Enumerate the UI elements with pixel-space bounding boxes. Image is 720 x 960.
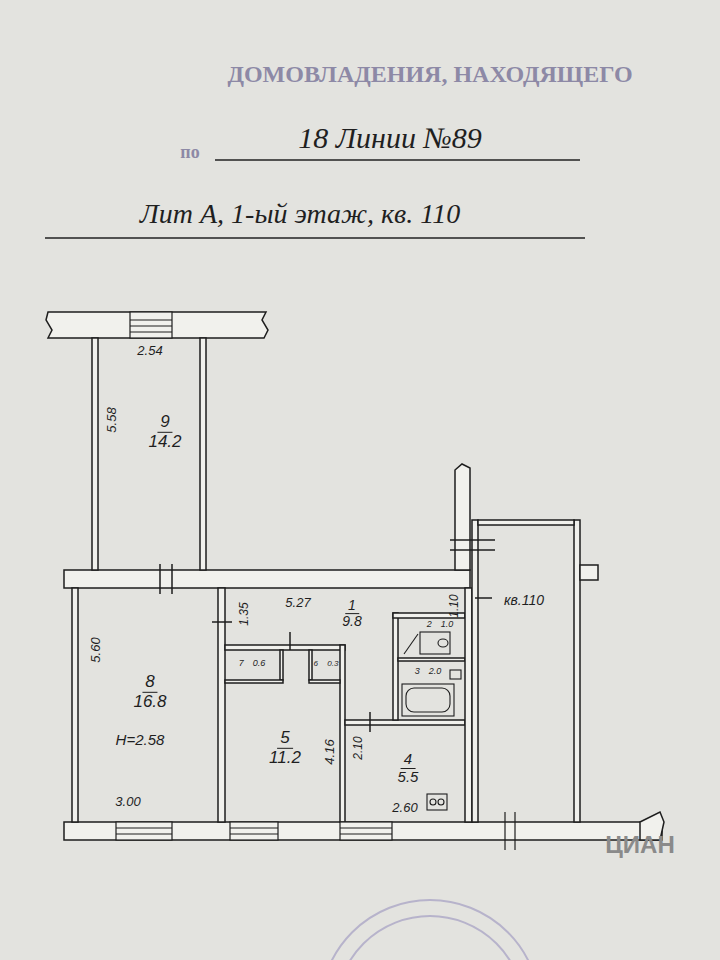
room-area: 0.6 <box>250 659 269 669</box>
room-area: 11.2 <box>266 749 304 768</box>
room: 70.6 <box>225 650 280 680</box>
dimension: 2.54 <box>137 344 162 358</box>
watermark: ЦИАН <box>605 832 674 857</box>
room: 511.2 <box>225 683 340 822</box>
room-label: 511.2 <box>266 729 304 767</box>
room-label: 21.0 <box>424 620 457 630</box>
room-label: 45.5 <box>395 751 422 785</box>
room: 21.0 <box>398 618 465 658</box>
room-area: 14.2 <box>145 433 184 452</box>
address-text: 18 Линии №89 <box>298 122 482 154</box>
room-area: 5.5 <box>395 769 422 786</box>
room-area: 1.0 <box>438 620 457 630</box>
dimension: 5.58 <box>105 407 119 432</box>
room: 60.3 <box>312 650 340 680</box>
dimension: 5.60 <box>89 637 103 662</box>
room: 914.2 <box>98 338 200 570</box>
stamp <box>320 900 540 960</box>
room-label: 914.2 <box>145 413 184 451</box>
room-number: 8 <box>142 673 157 693</box>
dimension: 2.10 <box>352 736 365 759</box>
room-area: 2.0 <box>426 667 445 677</box>
dimension: 1.10 <box>448 594 461 617</box>
room-label: 19.8 <box>339 598 364 630</box>
room-number: 4 <box>401 751 415 769</box>
room-number: 7 <box>236 659 247 669</box>
room-area: 16.8 <box>130 693 169 712</box>
room-number: 5 <box>277 729 292 749</box>
dimension: 4.16 <box>323 739 337 764</box>
room: 45.5 <box>345 725 465 822</box>
dimension: 3.00 <box>115 795 140 809</box>
height-label: H=2.58 <box>116 732 165 748</box>
door-mark <box>160 540 495 732</box>
room-number: 2 <box>424 620 435 630</box>
room-area: 0.3 <box>324 660 341 669</box>
address-text: Лит А, 1-ый этаж, кв. 110 <box>140 199 460 228</box>
stamp-text: по <box>180 143 199 162</box>
room: 32.0 <box>398 661 465 720</box>
room-label: 70.6 <box>236 659 269 669</box>
stamp-text: ДОМОВЛАДЕНИЯ, НАХОДЯЩЕГО <box>227 62 632 87</box>
room-area: 9.8 <box>339 615 364 630</box>
room-number: 9 <box>157 413 172 433</box>
room-number: 6 <box>311 660 322 669</box>
dimension: 1.35 <box>238 602 251 625</box>
windows <box>116 312 515 850</box>
underline <box>45 160 585 238</box>
apartment-label: кв.110 <box>504 593 544 608</box>
walls <box>46 312 664 840</box>
room-number: 3 <box>412 667 423 677</box>
room-label: 816.8 <box>130 673 169 711</box>
room: 19.8 <box>225 588 465 645</box>
dimension: 2.60 <box>392 801 417 815</box>
room: 816.8 <box>78 588 218 822</box>
dimension: 5.27 <box>285 596 310 610</box>
room-number: 1 <box>345 598 359 614</box>
room-label: 32.0 <box>412 667 445 677</box>
room-label: 60.3 <box>311 660 342 669</box>
